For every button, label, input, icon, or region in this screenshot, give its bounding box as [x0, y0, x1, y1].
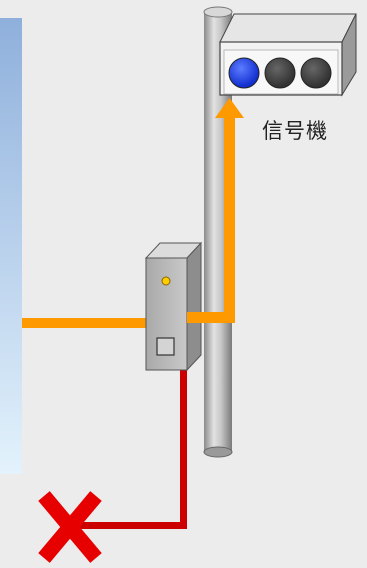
left-panel	[0, 18, 22, 474]
box-panel	[156, 337, 175, 356]
power-line-up	[187, 98, 244, 323]
signal-lamp-red	[300, 57, 332, 89]
power-line-left	[22, 318, 146, 328]
controller-box	[144, 241, 203, 372]
indicator-lamp	[161, 276, 171, 286]
x-mark-icon	[38, 491, 102, 563]
signal-head	[219, 13, 357, 97]
signal-lamp-blue	[228, 57, 260, 89]
broken-line	[72, 368, 187, 529]
signal-lamp-yellow	[264, 57, 296, 89]
signal-label: 信号機	[262, 119, 328, 143]
arrow-up-icon	[215, 98, 244, 118]
